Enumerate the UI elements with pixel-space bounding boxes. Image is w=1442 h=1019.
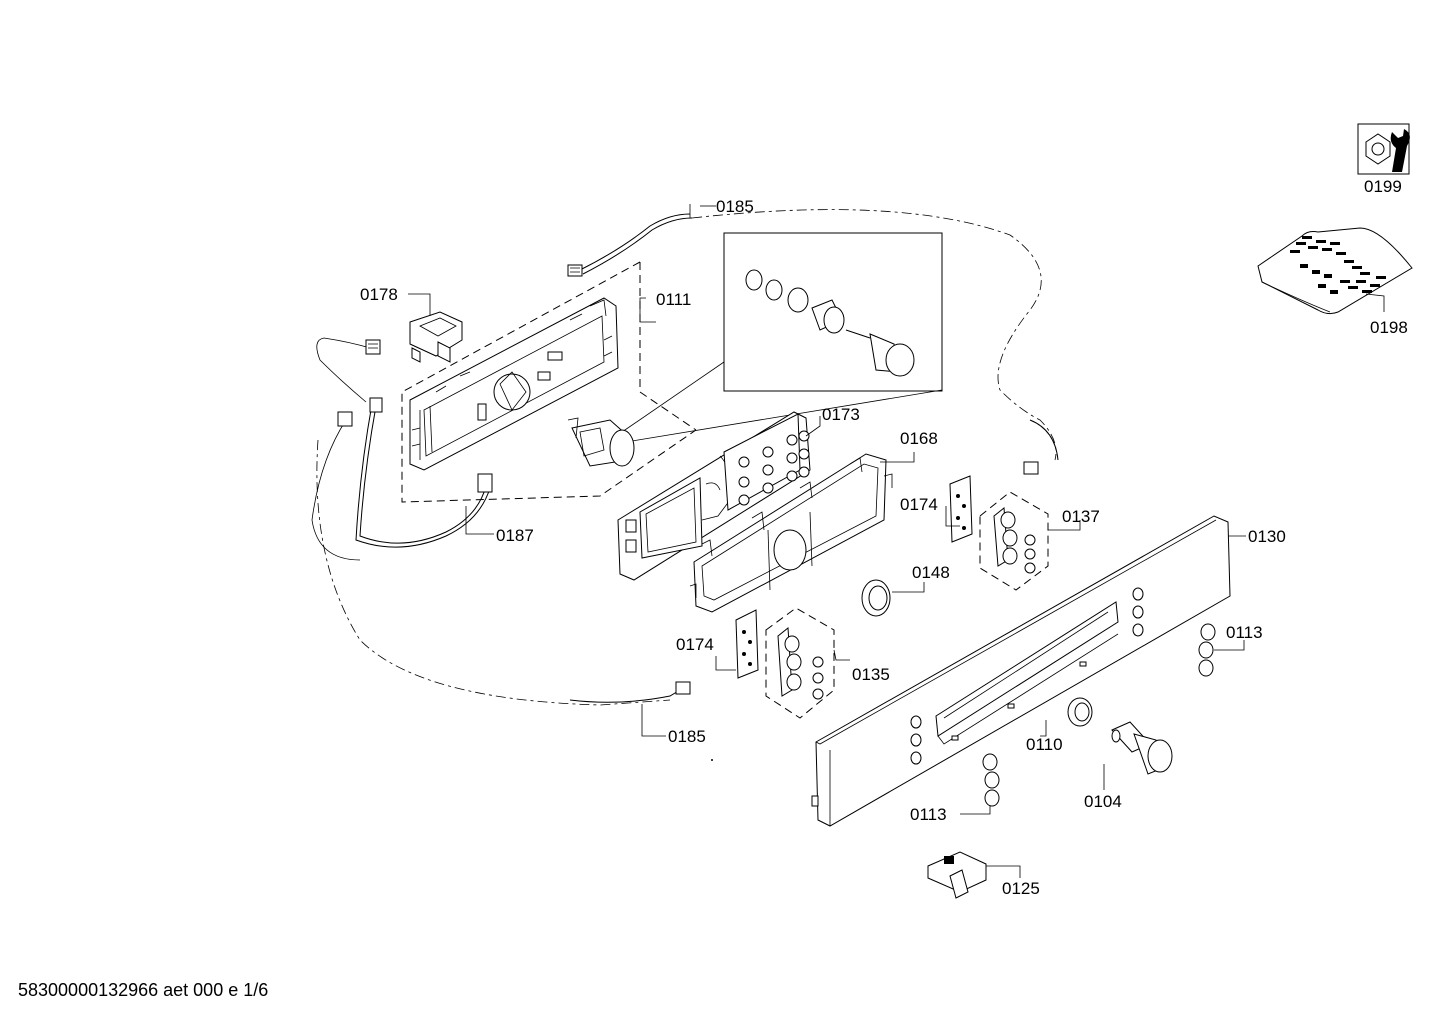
front-panel-0130 bbox=[811, 515, 1246, 827]
cable-0185-top bbox=[567, 204, 716, 277]
ring-0110 bbox=[1040, 697, 1093, 737]
part-label-0110: 0110 bbox=[1026, 735, 1063, 754]
knob-detail-inset bbox=[621, 232, 943, 443]
part-label-0185-bottom: 0185 bbox=[668, 727, 706, 746]
part-label-0168: 0168 bbox=[900, 429, 938, 448]
pcb-0174-right bbox=[945, 475, 973, 543]
buttons-0135 bbox=[765, 607, 850, 719]
part-label-0104: 0104 bbox=[1084, 792, 1122, 811]
part-label-0173: 0173 bbox=[822, 405, 860, 424]
pcb-0174-left bbox=[715, 609, 759, 679]
encoder-knob bbox=[567, 417, 635, 467]
screw-bag bbox=[1257, 227, 1413, 315]
wrench-nut-icon bbox=[1357, 123, 1410, 175]
document-id: 58300000132966 aet 000 e 1/6 bbox=[18, 980, 269, 1000]
display-frame-0168 bbox=[689, 452, 915, 613]
bracket-0125 bbox=[927, 851, 1021, 899]
part-label-0178: 0178 bbox=[360, 285, 398, 304]
buttons-0113-bottom bbox=[960, 753, 1000, 815]
part-label-0187: 0187 bbox=[496, 526, 534, 545]
part-label-0198: 0198 bbox=[1370, 318, 1408, 337]
cable-route-dashed bbox=[691, 209, 1057, 461]
cable-0185-bottom bbox=[569, 419, 1059, 737]
part-label-0111: 0111 bbox=[656, 290, 691, 309]
part-label-0148: 0148 bbox=[912, 563, 950, 582]
part-label-0199: 0199 bbox=[1364, 177, 1402, 196]
buttons-0137 bbox=[979, 491, 1081, 591]
switch-0178 bbox=[408, 293, 463, 363]
part-label-0135: 0135 bbox=[852, 665, 890, 684]
part-label-0113-bottom: 0113 bbox=[910, 805, 947, 824]
buttons-0113-right bbox=[1198, 623, 1245, 677]
part-label-0137: 0137 bbox=[1062, 507, 1100, 526]
knob-0104 bbox=[1103, 721, 1173, 790]
part-label-0130: 0130 bbox=[1248, 527, 1286, 546]
display-board-0173 bbox=[617, 411, 821, 581]
ring-0148 bbox=[861, 579, 925, 617]
part-label-0174-left: 0174 bbox=[676, 635, 714, 654]
part-label-0174-right: 0174 bbox=[900, 495, 938, 514]
wire-harness-0187 bbox=[311, 337, 494, 561]
part-label-0125: 0125 bbox=[1002, 879, 1040, 898]
part-label-0185-top: 0185 bbox=[716, 197, 754, 216]
part-label-0113-right: 0113 bbox=[1226, 623, 1263, 642]
control-frame-0111 bbox=[401, 261, 697, 503]
